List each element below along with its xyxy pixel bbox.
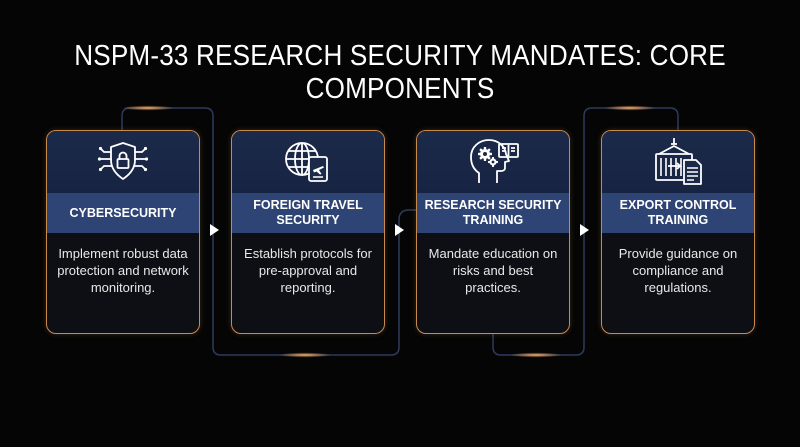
card-icon-area (602, 131, 754, 193)
card-export-control-training: EXPORT CONTROL TRAINING Provide guidance… (601, 130, 755, 334)
page-title: NSPM-33 RESEARCH SECURITY MANDATES: CORE… (74, 40, 726, 105)
flow-arrow-icon (210, 224, 219, 236)
card-label: EXPORT CONTROL TRAINING (602, 193, 754, 233)
globe-passport-plane-icon (285, 142, 328, 182)
card-label: CYBERSECURITY (47, 193, 199, 233)
card-description: Provide guidance on compliance and regul… (618, 246, 738, 295)
card-description: Mandate education on risks and best prac… (428, 246, 558, 295)
card-description: Implement robust data protection and net… (57, 246, 189, 295)
flow-arrow-icon (580, 224, 589, 236)
card-icon-area (47, 131, 199, 193)
card-cybersecurity: CYBERSECURITY Implement robust data prot… (46, 130, 200, 334)
card-icon-area (232, 131, 384, 193)
shield-lock-circuit-icon (97, 142, 149, 180)
card-icon-area (417, 131, 569, 193)
card-label: RESEARCH SECURITY TRAINING (417, 193, 569, 233)
flow-arrow-icon (395, 224, 404, 236)
card-foreign-travel-security: FOREIGN TRAVEL SECURITY Establish protoc… (231, 130, 385, 334)
card-research-security-training: RESEARCH SECURITY TRAINING Mandate educa… (416, 130, 570, 334)
card-label: FOREIGN TRAVEL SECURITY (232, 193, 384, 233)
head-gears-book-icon (470, 139, 519, 183)
card-description: Establish protocols for pre-approval and… (244, 246, 372, 295)
cargo-container-document-icon (655, 138, 702, 185)
